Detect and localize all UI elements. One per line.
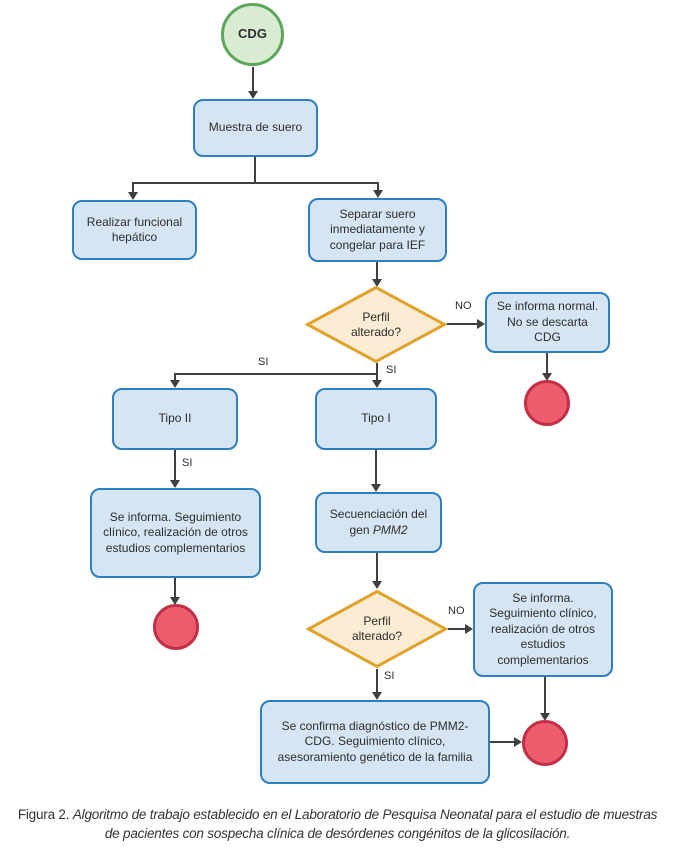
edge-perfil1-no-arrowhead	[477, 319, 485, 329]
process-realizar-funcional: Realizar funcional hepático	[72, 200, 197, 260]
edge-informa-normal-end-line	[546, 353, 548, 373]
decision-label: Perfil alterado?	[350, 309, 402, 339]
process-seguimiento-izquierda: Se informa. Seguimiento clínico, realiza…	[90, 488, 261, 578]
process-secuenciacion-pmm2: Secuenciación del gen PMM2	[315, 492, 442, 553]
edge-perfil1-si-tipo1-arrowhead	[372, 380, 382, 388]
decision-label: Perfil alterado?	[351, 614, 403, 643]
process-label: Tipo I	[361, 411, 391, 426]
edge-label-no-2: NO	[448, 605, 465, 617]
process-confirma-diagnostico: Se confirma diagnóstico de PMM2-CDG. Seg…	[260, 700, 490, 784]
edge-label-si-2: SI	[258, 356, 269, 368]
edge-split-realizar-arrowhead	[128, 192, 138, 200]
figure-caption-text: Algoritmo de trabajo establecido en el L…	[72, 807, 658, 841]
end-node-1	[524, 380, 570, 426]
edge-split-realizar-line	[132, 182, 134, 192]
edge-split-separar-arrowhead	[373, 190, 383, 198]
process-label: Muestra de suero	[208, 120, 303, 135]
edge-cdg-muestra-line	[252, 67, 254, 91]
process-label: Se informa. Seguimiento clínico, realiza…	[103, 509, 248, 555]
edge-si-tipo2-arrowhead	[170, 380, 180, 388]
edge-tipo2-seguimiento-arrowhead	[170, 480, 180, 488]
start-node-cdg: CDG	[221, 3, 284, 66]
edge-confirma-end-line	[490, 741, 514, 743]
edge-split-horizontal-line	[132, 182, 379, 184]
process-label: Separar suero inmediatamente y congelar …	[329, 206, 426, 252]
edge-separar-perfil1-arrowhead	[372, 279, 382, 287]
edge-confirma-end-arrowhead	[514, 737, 522, 747]
flowchart-canvas: NO SI SI SI NO SI CDG	[72, 3, 613, 784]
process-muestra-de-suero: Muestra de suero	[193, 99, 318, 157]
process-label: Realizar funcional hepático	[86, 214, 183, 244]
edge-label-si-4: SI	[384, 670, 395, 682]
edge-seguimiento-izq-end-arrowhead	[170, 597, 180, 605]
diamond-shape	[305, 285, 447, 364]
process-seguimiento-derecha: Se informa. Seguimiento clínico, realiza…	[473, 582, 613, 677]
edge-perfil2-no-arrowhead	[465, 624, 473, 634]
edge-seguimiento-der-end-arrowhead	[540, 713, 550, 721]
edge-perfil2-no-line	[448, 628, 465, 630]
process-separar-suero: Separar suero inmediatamente y congelar …	[308, 198, 447, 262]
edge-tipo2-seguimiento-line	[174, 450, 176, 480]
edge-seguimiento-izq-end-line	[174, 578, 176, 597]
edge-perfil1-si-tipo1-line	[376, 363, 378, 380]
process-label: Se confirma diagnóstico de PMM2-CDG. Seg…	[277, 718, 473, 764]
edge-secuenciacion-perfil2-line	[376, 553, 378, 581]
decision-perfil-alterado-1: Perfil alterado?	[305, 285, 447, 364]
edge-informa-normal-end-arrowhead	[542, 373, 552, 381]
process-label-prefix: Secuenciación del gen	[329, 507, 428, 537]
edge-tipo1-secuenciacion-line	[375, 450, 377, 484]
edge-secuenciacion-perfil2-arrowhead	[372, 581, 382, 589]
diamond-shape	[306, 589, 448, 669]
start-node-label: CDG	[238, 26, 267, 42]
edge-label-no-1: NO	[455, 300, 472, 312]
edge-perfil1-no-line	[447, 323, 477, 325]
decision-perfil-alterado-2: Perfil alterado?	[306, 589, 448, 669]
end-node-3	[522, 720, 568, 766]
edge-cdg-muestra-arrowhead	[248, 91, 258, 99]
process-tipo-i: Tipo I	[315, 388, 437, 450]
edge-tipo1-secuenciacion-arrowhead	[371, 484, 381, 492]
process-label: Tipo II	[158, 411, 192, 426]
process-tipo-ii: Tipo II	[112, 388, 238, 450]
edge-separar-perfil1-line	[376, 262, 378, 279]
edge-perfil2-si-confirma-line	[376, 669, 378, 692]
edge-si-horizontal-line	[174, 373, 377, 375]
process-label: Se informa normal. No se descarta CDG	[496, 299, 599, 345]
edge-muestra-split-line	[254, 157, 256, 183]
figure-caption: Figura 2. Algoritmo de trabajo estableci…	[0, 806, 675, 844]
edge-label-si-1: SI	[386, 364, 397, 376]
edge-seguimiento-der-end-line	[544, 677, 546, 713]
edge-si-tipo2-line	[174, 373, 176, 380]
gene-name: PMM2	[372, 522, 408, 537]
process-se-informa-normal: Se informa normal. No se descarta CDG	[485, 292, 610, 353]
edge-label-si-3: SI	[182, 457, 193, 469]
edge-perfil2-si-confirma-arrowhead	[372, 692, 382, 700]
process-label: Secuenciación del gen PMM2	[325, 507, 432, 538]
end-node-2	[153, 604, 199, 650]
figure-caption-prefix: Figura 2.	[17, 807, 70, 822]
process-label: Se informa. Seguimiento clínico, realiza…	[489, 591, 597, 667]
edge-split-separar-line	[377, 182, 379, 190]
